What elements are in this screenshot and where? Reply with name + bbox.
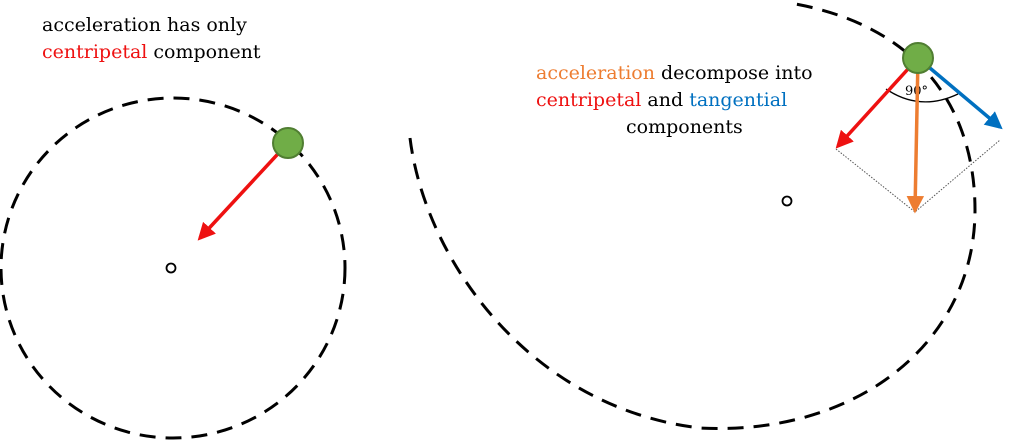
acceleration-word: acceleration xyxy=(536,62,655,84)
center-point-icon xyxy=(781,195,793,207)
right-diagram: 90° xyxy=(408,1,1003,430)
caption-word: decompose into xyxy=(654,62,813,84)
green-ball-icon xyxy=(272,127,304,159)
caption-line: components xyxy=(626,116,743,138)
centripetal-word: centripetal xyxy=(42,41,148,63)
right-caption: acceleration decompose into centripetal … xyxy=(536,60,813,141)
center-point-icon xyxy=(165,262,177,274)
right-angle-arc xyxy=(885,88,959,103)
tangential-word: tangential xyxy=(689,89,788,111)
caption-word: and xyxy=(641,89,690,111)
decomposition-guide-lines xyxy=(835,139,1001,213)
centripetal-word: centripetal xyxy=(536,89,642,111)
centripetal-arrow xyxy=(835,56,920,149)
acceleration-arrow xyxy=(906,57,925,214)
green-ball-icon xyxy=(902,42,934,74)
tangential-arrow xyxy=(916,56,1003,130)
left-diagram xyxy=(0,96,347,440)
spiral-path xyxy=(408,1,977,430)
left-caption: acceleration has only centripetal compon… xyxy=(42,12,260,66)
caption-word: component xyxy=(147,41,261,63)
centripetal-arrow xyxy=(197,141,290,241)
caption-line: acceleration has only xyxy=(42,14,247,36)
circular-path xyxy=(0,96,347,440)
